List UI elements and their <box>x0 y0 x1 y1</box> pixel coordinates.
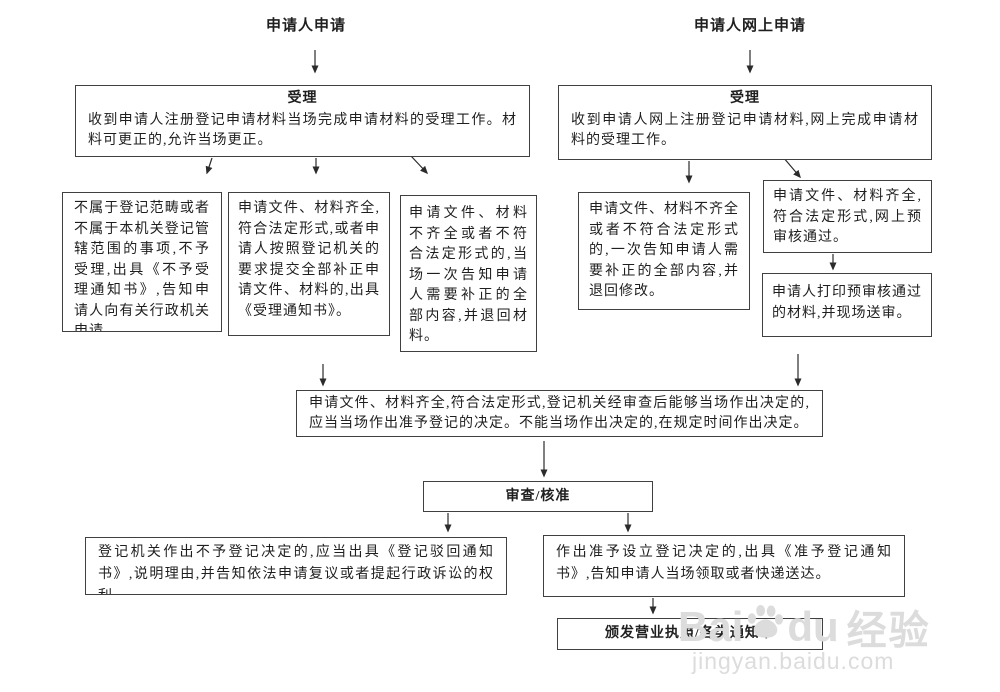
left-flow-title: 申请人申请 <box>265 18 346 34</box>
box-accept-left: 受理 收到申请人注册登记申请材料当场完成申请材料的受理工作。材料可更正的,允许当… <box>75 85 530 157</box>
box-review-approve: 审查/核准 <box>423 481 653 512</box>
right-flow-title: 申请人网上申请 <box>693 18 806 34</box>
box-right-incomplete: 申请文件、材料不齐全或者不符合法定形式的,一次告知申请人需要补正的全部内容,并退… <box>578 192 750 310</box>
arrow-accept-left-to-not-in-scope <box>205 157 213 175</box>
box-accept-left-body: 收到申请人注册登记申请材料当场完成申请材料的受理工作。材料可更正的,允许当场更正… <box>88 112 517 149</box>
box-reject-decision: 登记机关作出不予登记决定的,应当出具《登记驳回通知书》,说明理由,并告知依法申请… <box>85 537 507 595</box>
arrow-accept-right-to-complete <box>782 156 801 179</box>
box-grant-decision: 作出准予设立登记决定的,出具《准予登记通知书》,告知申请人当场领取或者快递送达。 <box>543 535 905 597</box>
watermark-url: jingyan.baidu.com <box>692 648 895 674</box>
box-right-complete: 申请文件、材料齐全,符合法定形式,网上预审核通过。 <box>763 180 932 253</box>
watermark-brand-cn: 经验 <box>846 609 931 653</box>
box-left-complete: 申请文件、材料齐全,符合法定形式,或者申请人按照登记机关的要求提交全部补正申请文… <box>228 192 390 336</box>
box-accept-left-heading: 受理 <box>287 91 318 106</box>
box-accept-right-body: 收到申请人网上注册登记申请材料,网上完成申请材料的受理工作。 <box>571 112 919 149</box>
arrow-accept-left-to-incomplete <box>410 155 429 175</box>
box-not-in-scope: 不属于登记范畴或者不属于本机关登记管辖范围的事项,不予受理,出具《不予受理通知书… <box>62 192 222 332</box>
box-issue-license: 颁发营业执照/各类通知书 <box>557 618 823 650</box>
box-left-incomplete: 申请文件、材料不齐全或者不符合法定形式的,当场一次告知申请人需要补正的全部内容,… <box>400 195 537 352</box>
box-print-submit: 申请人打印预审核通过的材料,并现场送审。 <box>762 273 932 337</box>
box-accept-right-heading: 受理 <box>730 91 760 106</box>
box-decision-rule: 申请文件、材料齐全,符合法定形式,登记机关经审查后能够当场作出决定的,应当当场作… <box>296 390 823 437</box>
box-accept-right: 受理 收到申请人网上注册登记申请材料,网上完成申请材料的受理工作。 <box>558 85 932 160</box>
